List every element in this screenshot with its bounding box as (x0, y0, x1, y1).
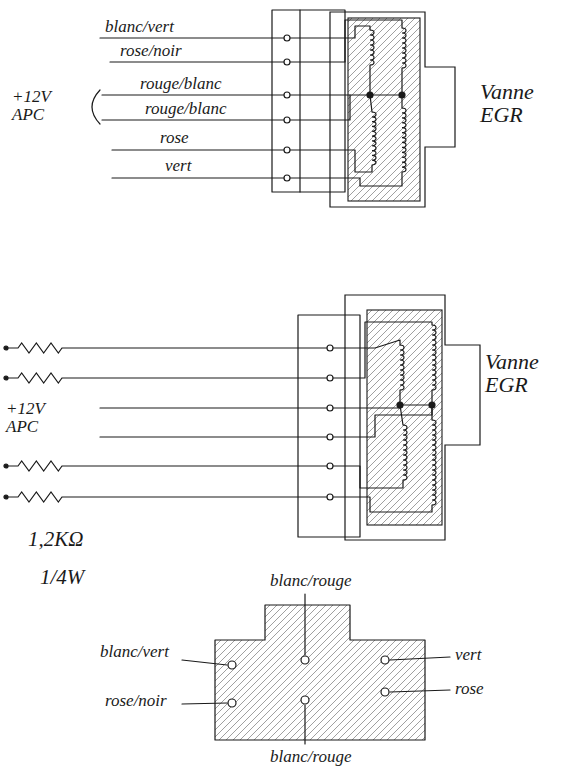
connector-pin (284, 147, 290, 153)
valve-label: Vanne EGR (485, 350, 539, 396)
connector-pin (284, 59, 290, 65)
coil-symbol (372, 112, 376, 165)
wire-label: blanc/rouge (270, 572, 352, 590)
connector-pin (327, 345, 333, 351)
internal-wiring (287, 20, 402, 186)
coil-symbol (400, 345, 404, 390)
wire-label: blanc/vert (100, 643, 169, 661)
wire-label: rose/noir (120, 42, 182, 60)
coil-symbol (370, 30, 374, 65)
connector-pin (284, 92, 290, 98)
resistor-symbol (6, 343, 62, 353)
wire-label: blanc/rouge (270, 748, 352, 766)
leader-line (182, 594, 450, 744)
wire-label: +12V APC (6, 400, 45, 436)
terminal-dot (4, 376, 8, 380)
connector-pin (284, 35, 290, 41)
connector-pin (327, 375, 333, 381)
connector-pin (284, 175, 290, 181)
terminal-dot (4, 495, 8, 499)
junction-dot (367, 92, 373, 98)
connector-pin (327, 405, 333, 411)
wire-label: rose (160, 129, 189, 147)
wire-label: vert (165, 157, 191, 175)
connector-pin (327, 434, 333, 440)
coil-symbol (432, 420, 436, 505)
terminal-dot (4, 464, 8, 468)
wire-label: rose/noir (105, 692, 167, 710)
valve-label: Vanne EGR (480, 80, 534, 126)
wire-bundle (62, 348, 330, 497)
terminal-dot (4, 346, 8, 350)
resistor-symbol (6, 461, 62, 471)
resistor-symbol (6, 492, 62, 502)
junction-dot (397, 402, 403, 408)
junction-dot (429, 402, 435, 408)
wire-label: 1,2KΩ (28, 528, 83, 550)
resistor-symbol (6, 373, 62, 383)
junction-dot (399, 92, 405, 98)
coil-symbol (403, 425, 407, 480)
connector-pin (327, 494, 333, 500)
wire-label: vert (455, 646, 481, 664)
wire-label: rouge/blanc (140, 75, 222, 93)
connector-pin (327, 463, 333, 469)
wire-label: rose (455, 680, 484, 698)
wire-bundle (92, 38, 287, 178)
coil-symbol (402, 28, 406, 68)
coil-symbol (432, 325, 436, 390)
coil-symbol (402, 108, 406, 172)
connector-pin (284, 117, 290, 123)
wire-label: rouge/blanc (145, 100, 227, 118)
wire-label: blanc/vert (105, 18, 174, 36)
connector-face (215, 605, 425, 740)
internal-wiring (330, 322, 432, 512)
wire-label: +12V APC (12, 88, 51, 124)
connector-block (272, 10, 345, 192)
wire-label: 1/4W (40, 566, 84, 588)
